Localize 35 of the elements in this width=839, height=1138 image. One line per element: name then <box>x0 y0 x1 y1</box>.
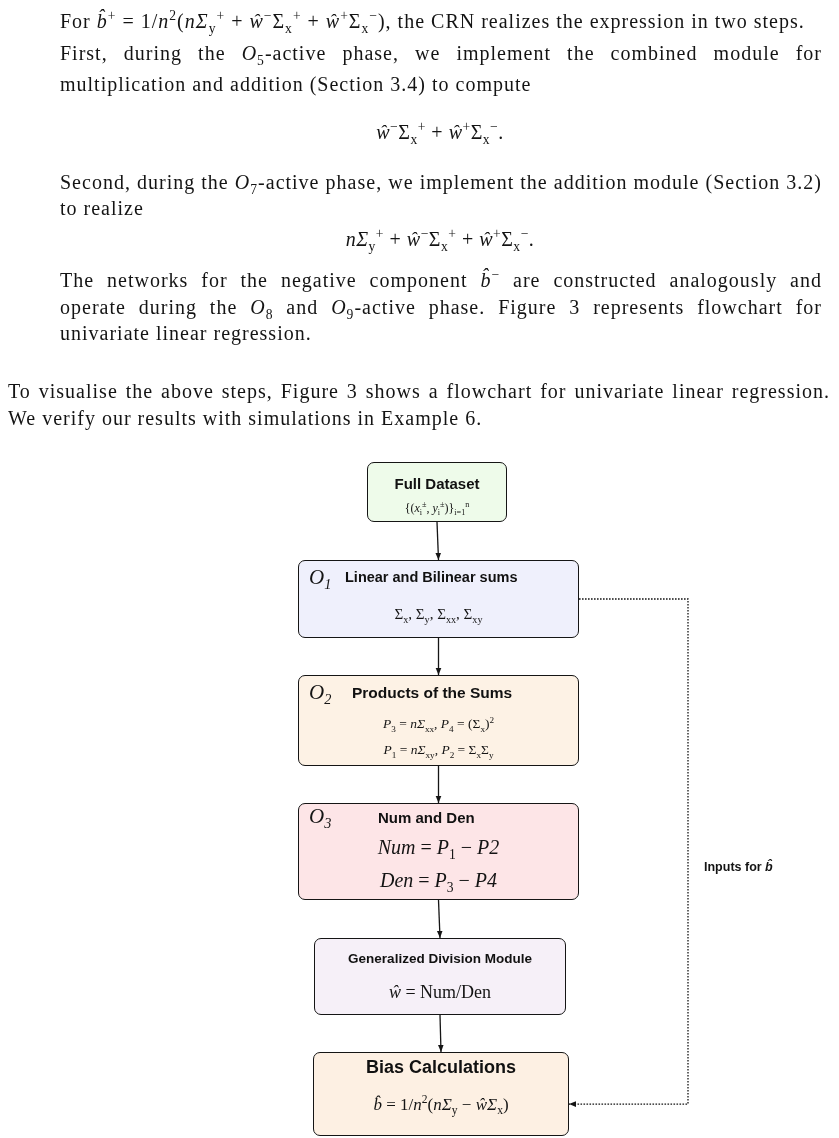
arrow <box>438 1014 444 1053</box>
body-paragraph: For b̂$^{+}$ = 1/n$^{2}$(nΣ$_{y}$$^{+}$ + ŵ$^{−}$Σ$_{x}$$^{+}$ + ŵ$^{+}$Σ$_{x}$$^{−}$), the CRN realizes the expression in two steps. <box>60 8 806 35</box>
box-heading: Generalized Division Module <box>348 950 532 968</box>
formula: ŵ = Num/Den <box>388 982 492 1004</box>
formula: Σ$_{x}$, Σ$_{y}$, Σ$_{xx}$, Σ$_{xy}$ <box>394 605 483 623</box>
arrow <box>436 899 443 939</box>
display-equation: nΣ$_{y}$$^{+}$ + ŵ$^{−}$Σ$_{x}$$^{+}$ + ŵ$^{+}$Σ$_{x}$$^{−}$. <box>345 226 535 253</box>
process-box <box>298 675 579 766</box>
formula: Num = P$_{1}$ − P2 <box>377 835 500 859</box>
arrow <box>435 765 442 804</box>
phase-label: O$_{3}$ <box>309 804 332 830</box>
process-box <box>298 560 579 638</box>
arrow <box>435 637 442 676</box>
box-heading: Products of the Sums <box>352 683 513 703</box>
process-box <box>298 803 579 900</box>
box-heading: Num and Den <box>378 809 475 827</box>
phase-label: O$_{2}$ <box>309 680 332 706</box>
data-box <box>367 462 507 522</box>
body-paragraph: To visualise the above steps, Figure 3 shows a flowchart for univariate linear regression. We verify our results with simulations in Example 6. <box>8 379 830 432</box>
formula: Den = P$_{3}$ − P4 <box>379 868 498 892</box>
phase-label: O$_{1}$ <box>309 565 332 591</box>
process-box <box>313 1052 569 1136</box>
body-paragraph: First, during the O$_{5}$-active phase, we implement the combined module for multiplication and addition (Section 3.4) to compute <box>60 41 822 98</box>
formula: b̂ = 1/n$^{2}$(nΣ$_{y}$ − ŵΣ$_{x}$) <box>373 1094 509 1116</box>
formula: P$_{3}$ = nΣ$_{xx}$, P$_{4}$ = (Σ$_{x}$)$^{2}$ <box>382 715 495 733</box>
box-heading: Bias Calculations <box>366 1057 516 1079</box>
box-heading: Linear and Bilinear sums <box>345 569 518 587</box>
box-heading: Full Dataset <box>394 475 480 493</box>
arrow <box>435 521 441 561</box>
edge-label: Inputs for b̂ <box>704 860 773 874</box>
dotted-arrow <box>568 598 689 1107</box>
formula: P$_{1}$ = nΣ$_{xy}$, P$_{2}$ = Σ$_{x}$Σ$_{y}$ <box>383 741 494 759</box>
body-paragraph: The networks for the negative component b̂$^{−}$ are constructed analogously and operate during the O$_{8}$ and O$_{9}$-active phase. Figure 3 represents flowchart for univariate linear regression. <box>60 267 822 347</box>
process-box <box>314 938 566 1015</box>
display-equation: ŵ$^{−}$Σ$_{x}$$^{+}$ + ŵ$^{+}$Σ$_{x}$$^{−}$. <box>376 119 504 146</box>
